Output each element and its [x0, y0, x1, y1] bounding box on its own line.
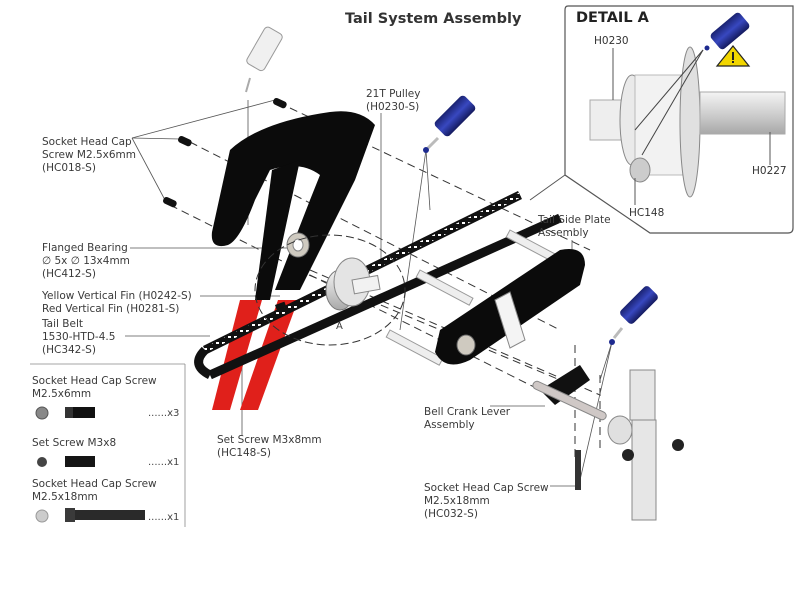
- detail-label-shaft: H0227: [752, 165, 787, 177]
- plate-spacers: [385, 229, 564, 366]
- bell-crank-lever: [532, 365, 607, 421]
- callout-socket-screw-6mm: Socket Head Cap Screw M2.5x6mm (HC018-S): [42, 136, 136, 175]
- callout-line: (HC342-S): [42, 344, 96, 356]
- hardware-screw-6mm: [35, 406, 95, 420]
- callout-line: 21T Pulley: [366, 88, 421, 100]
- callout-tail-belt: Tail Belt 1530-HTD-4.5 (HC342-S): [42, 318, 115, 357]
- side-plate-bracket: [494, 291, 526, 349]
- callout-line: Tail Side Plate: [538, 214, 611, 226]
- callout-set-screw: Set Screw M3x8mm (HC148-S): [217, 434, 322, 460]
- callout-line: Socket Head Cap: [42, 136, 132, 148]
- callout-line: Red Vertical Fin (H0281-S): [42, 303, 180, 315]
- detail-a-title: DETAIL A: [576, 10, 649, 26]
- detail-a-marker: [254, 234, 406, 346]
- callout-line: Tail Belt: [42, 318, 83, 330]
- small-screws: [163, 97, 287, 310]
- hardware-list-frame: [30, 363, 186, 527]
- tail-frame: [211, 111, 375, 290]
- callout-line: Bell Crank Lever: [424, 406, 511, 418]
- tail-frame-arm: [255, 160, 300, 300]
- hardware-item-name: Socket Head Cap Screw M2.5x6mm: [32, 375, 157, 401]
- page-title: Tail System Assembly: [345, 11, 522, 27]
- callout-bell-crank: Bell Crank Lever Assembly: [424, 406, 510, 432]
- warning-triangle-icon: [715, 45, 751, 67]
- detail-a-marker-label: A: [336, 321, 343, 332]
- callout-pulley: 21T Pulley (H0230-S): [366, 88, 420, 114]
- callout-tail-side-plate: Tail Side Plate Assembly: [538, 214, 611, 240]
- callout-line: Assembly: [424, 419, 475, 431]
- hardware-qty: ......x1: [148, 457, 180, 468]
- tail-hub: [607, 369, 684, 521]
- callout-line: (HC018-S): [42, 162, 96, 174]
- hardware-qty: ......x1: [148, 512, 180, 523]
- callout-line: Socket Head Cap Screw: [424, 482, 549, 494]
- callout-line: Flanged Bearing: [42, 242, 128, 254]
- callout-vertical-fin: Yellow Vertical Fin (H0242-S) Red Vertic…: [42, 290, 192, 316]
- callout-line: M2.5x18mm: [424, 495, 490, 507]
- side-plate-bearing: [456, 334, 476, 356]
- hardware-set-screw: [37, 456, 95, 467]
- hardware-name-line: M2.5x18mm: [32, 491, 98, 503]
- callout-line: (HC412-S): [42, 268, 96, 280]
- hardware-name-line: M2.5x6mm: [32, 388, 92, 400]
- hardware-name-line: Socket Head Cap Screw: [32, 478, 157, 490]
- hardware-item-name: Set Screw M3x8: [32, 437, 116, 450]
- hardware-item-name: Socket Head Cap Screw M2.5x18mm: [32, 478, 157, 504]
- callout-flanged-bearing: Flanged Bearing ∅ 5x ∅ 13x4mm (HC412-S): [42, 242, 130, 281]
- threadlock-bottle-icon: [423, 95, 476, 153]
- detail-label-pulley: H0230: [594, 35, 629, 47]
- hardware-name-line: Socket Head Cap Screw: [32, 375, 157, 387]
- callout-socket-screw-18mm: Socket Head Cap Screw M2.5x18mm (HC032-S…: [424, 482, 549, 521]
- callout-line: ∅ 5x ∅ 13x4mm: [42, 255, 130, 267]
- callout-line: Assembly: [538, 227, 589, 239]
- vertical-fin-red-2: [240, 300, 298, 410]
- callout-line: Set Screw M3x8mm: [217, 434, 322, 446]
- threadlock-bottle-icon: [609, 286, 658, 345]
- hardware-name-line: Set Screw M3x8: [32, 437, 117, 449]
- threadlock-bottle-icon: [245, 26, 283, 93]
- detail-label-set-screw: HC148: [629, 207, 665, 219]
- pulley-21t: [325, 257, 381, 311]
- detail-a-panel: [529, 5, 794, 234]
- callout-line: Screw M2.5x6mm: [42, 149, 137, 161]
- socket-screw-18mm: [575, 450, 581, 490]
- callout-line: 1530-HTD-4.5: [42, 331, 116, 343]
- hardware-screw-18mm: [35, 508, 145, 523]
- callout-line: (HC148-S): [217, 447, 271, 459]
- flanged-bearing: [286, 232, 310, 258]
- hardware-qty: ......x3: [148, 408, 180, 419]
- callout-line: (HC032-S): [424, 508, 478, 520]
- callout-line: Yellow Vertical Fin (H0242-S): [42, 290, 192, 302]
- callout-line: (H0230-S): [366, 101, 420, 113]
